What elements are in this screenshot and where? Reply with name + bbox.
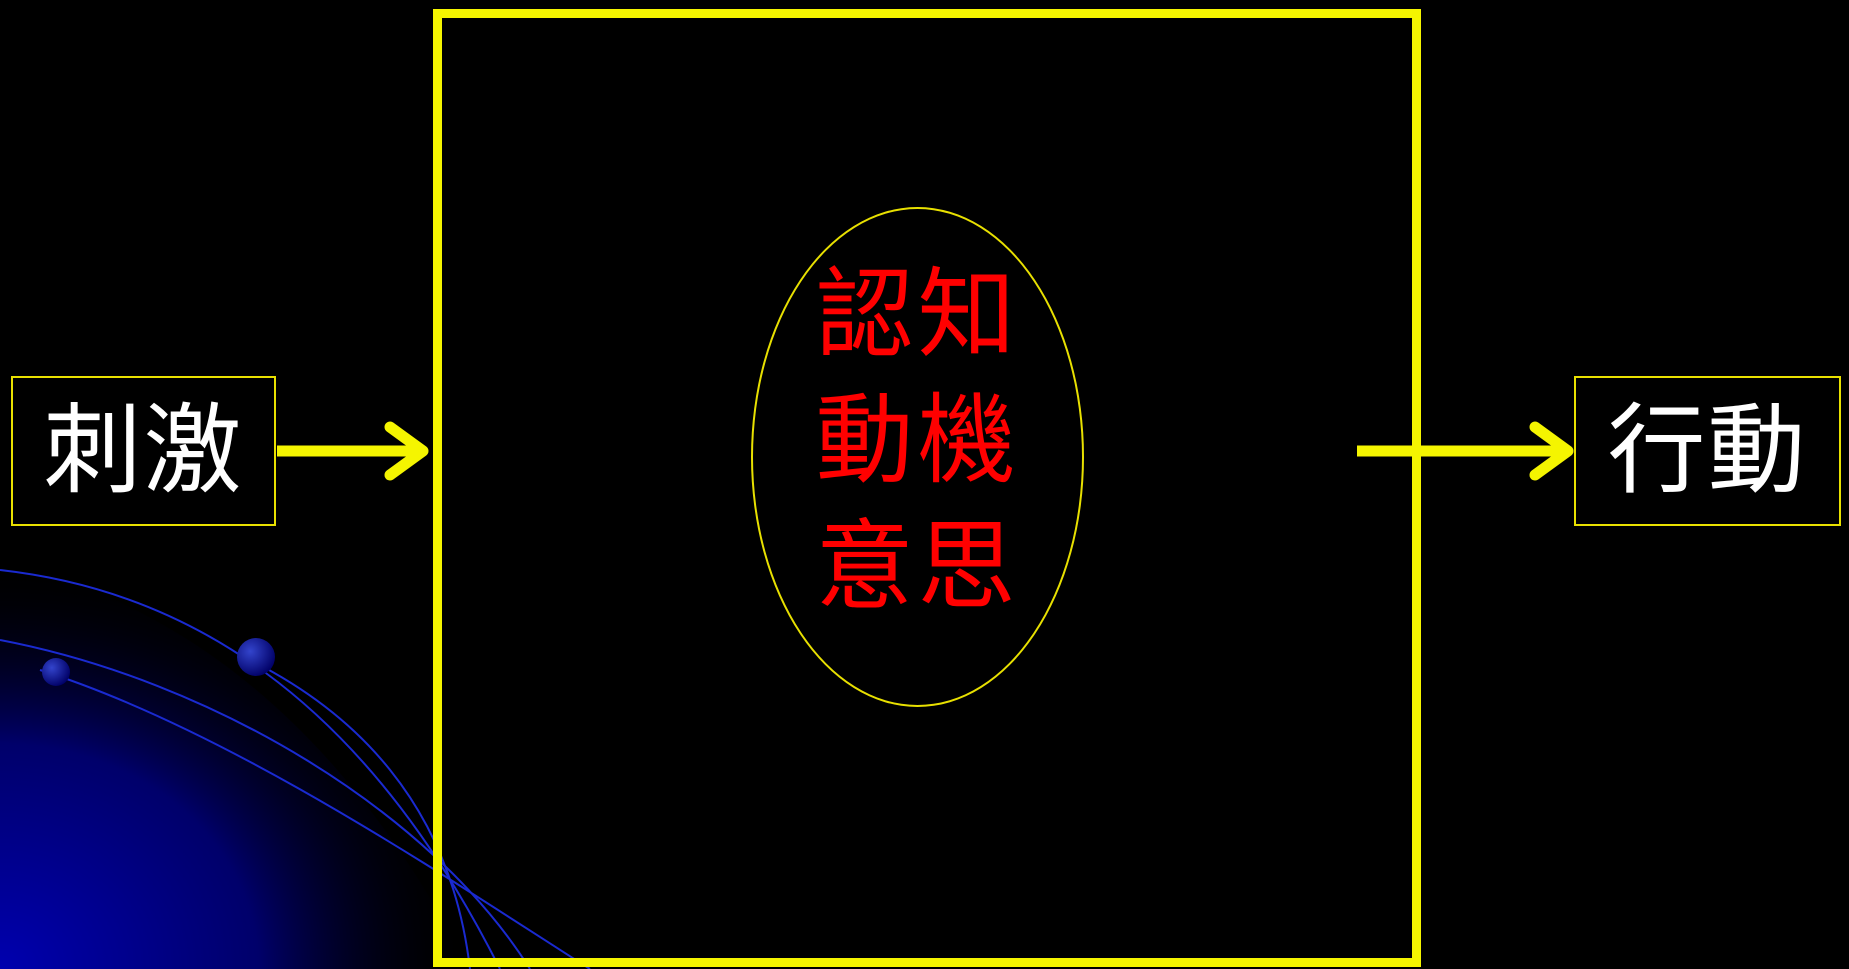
decor-curve-4: [249, 659, 471, 969]
core-line-intention: 意思: [815, 510, 1020, 624]
input-arrow-icon: [277, 421, 429, 481]
blue-glow-shape: [0, 560, 470, 969]
action-label: 行動: [1607, 394, 1808, 508]
core-line-motivation: 動機: [815, 384, 1020, 498]
decor-orb-small: [42, 658, 70, 686]
core-factors: 認知 動機 意思: [751, 252, 1084, 630]
core-ellipse: [751, 207, 1084, 707]
core-line-cognition: 認知: [815, 258, 1020, 372]
decor-curve-2: [0, 639, 531, 969]
decor-orb-large: [237, 638, 275, 676]
output-arrow-icon: [1357, 421, 1574, 481]
action-box: 行動: [1574, 376, 1841, 526]
process-frame: [433, 9, 1421, 967]
decor-curve-3: [39, 669, 591, 969]
stimulus-box: 刺激: [11, 376, 276, 526]
stimulus-label: 刺激: [43, 394, 244, 508]
